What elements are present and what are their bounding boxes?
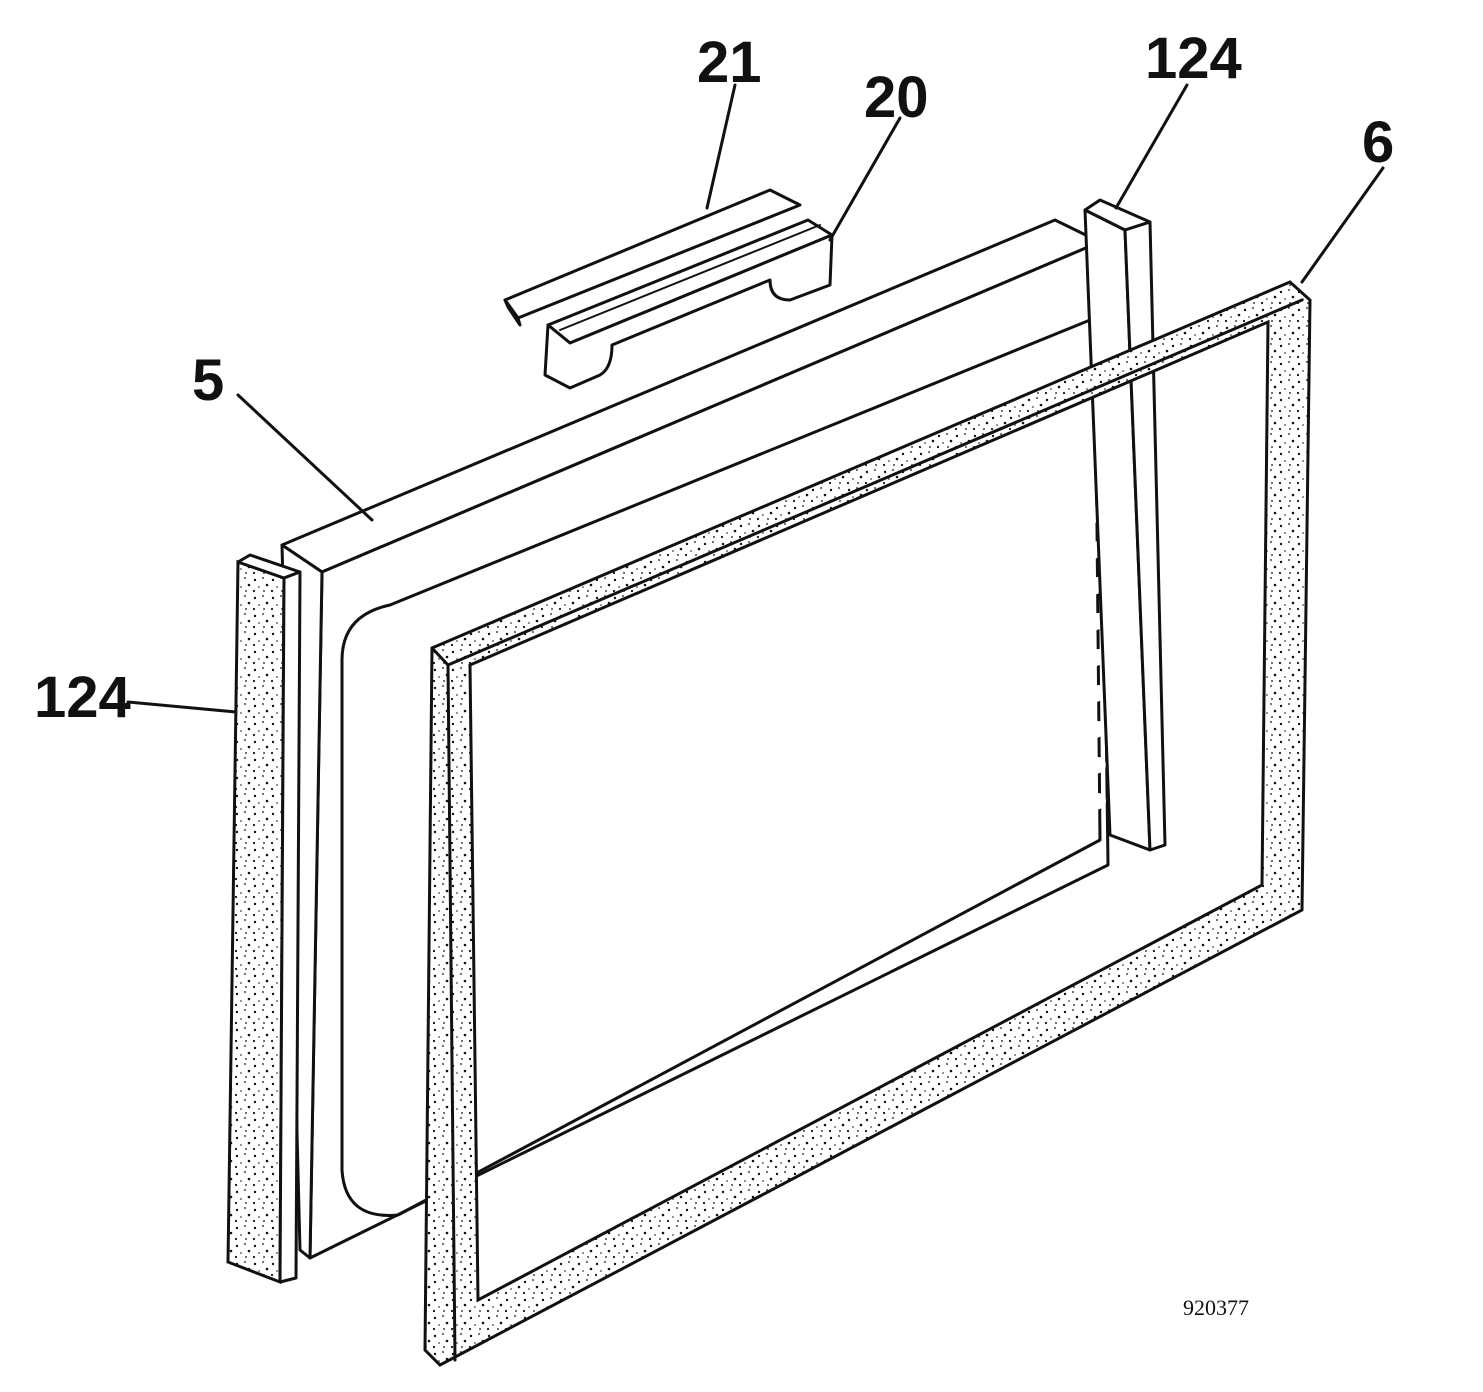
foam-strip-left-side (278, 570, 302, 1284)
drawing-reference-number: 920377 (1183, 1295, 1249, 1320)
slot-inner (390, 1041, 568, 1121)
callout-124-left: 124 (34, 665, 131, 730)
seal-frame-body (423, 280, 1312, 1367)
leader-line-20 (828, 116, 902, 242)
slot-inner (390, 1004, 568, 1084)
leader-line-124-left (126, 700, 238, 714)
slot-inner (390, 930, 568, 1010)
slot-inner (600, 493, 908, 629)
slot-inner (390, 782, 568, 862)
slot-inner (390, 671, 568, 751)
callout-6: 6 (1362, 110, 1394, 175)
slot-inner (390, 893, 568, 973)
slot-inner (390, 967, 568, 1047)
leader-line-21 (705, 83, 737, 210)
callout-5: 5 (192, 348, 224, 413)
slot-inner (932, 649, 1106, 730)
slot-inner (390, 745, 568, 825)
slot-inner (600, 683, 908, 819)
slot-inner (600, 417, 908, 553)
slot-inner (932, 721, 1106, 802)
slot-inner (600, 759, 908, 895)
callout-20: 20 (864, 65, 929, 130)
leader-lines (126, 83, 1385, 714)
slot-inner (932, 469, 1106, 550)
cover-plate (280, 218, 1110, 1260)
slot-inner (932, 793, 1106, 874)
slot-inner (600, 873, 908, 1009)
slot-inner (932, 505, 1106, 586)
slot-inner (932, 433, 1106, 514)
slot-inner (932, 757, 1106, 838)
slot-inner (932, 685, 1106, 766)
clip-edge (517, 204, 801, 319)
clip (503, 188, 802, 327)
slot-inner (390, 819, 568, 899)
slot-inner (390, 560, 568, 640)
slot-inner (600, 835, 908, 971)
leader-line-6 (1300, 166, 1385, 284)
bracket-groove (559, 224, 821, 331)
leader-line-124-right (1114, 83, 1189, 210)
seal-frame-left-edge (446, 663, 457, 1362)
slot-inner (600, 569, 908, 705)
slot-inner (932, 613, 1106, 694)
slot-inner (932, 577, 1106, 658)
slot-inner (600, 645, 908, 781)
slot-inner (390, 856, 568, 936)
foam-strip-left (226, 553, 302, 1285)
slot-inner (932, 325, 1106, 406)
slot-inner (390, 634, 568, 714)
foam-strip-left-front (226, 559, 286, 1285)
slot-inner (600, 721, 908, 857)
seal-frame (423, 280, 1312, 1367)
slot-column-right (932, 325, 1106, 874)
clip-front (503, 298, 522, 327)
bracket-front (543, 233, 834, 390)
callout-124-right: 124 (1145, 26, 1242, 91)
slot-inner (390, 708, 568, 788)
slot-inner (600, 797, 908, 933)
slot-inner (600, 911, 908, 1047)
callout-21: 21 (697, 30, 762, 95)
slot-inner (390, 1078, 568, 1158)
slot-inner (932, 541, 1106, 622)
cover-plate-inner-border (340, 316, 1102, 1217)
slot-inner (600, 607, 908, 743)
slot-inner (600, 531, 908, 667)
slot-inner (932, 397, 1106, 478)
leader-line-5 (236, 393, 374, 522)
